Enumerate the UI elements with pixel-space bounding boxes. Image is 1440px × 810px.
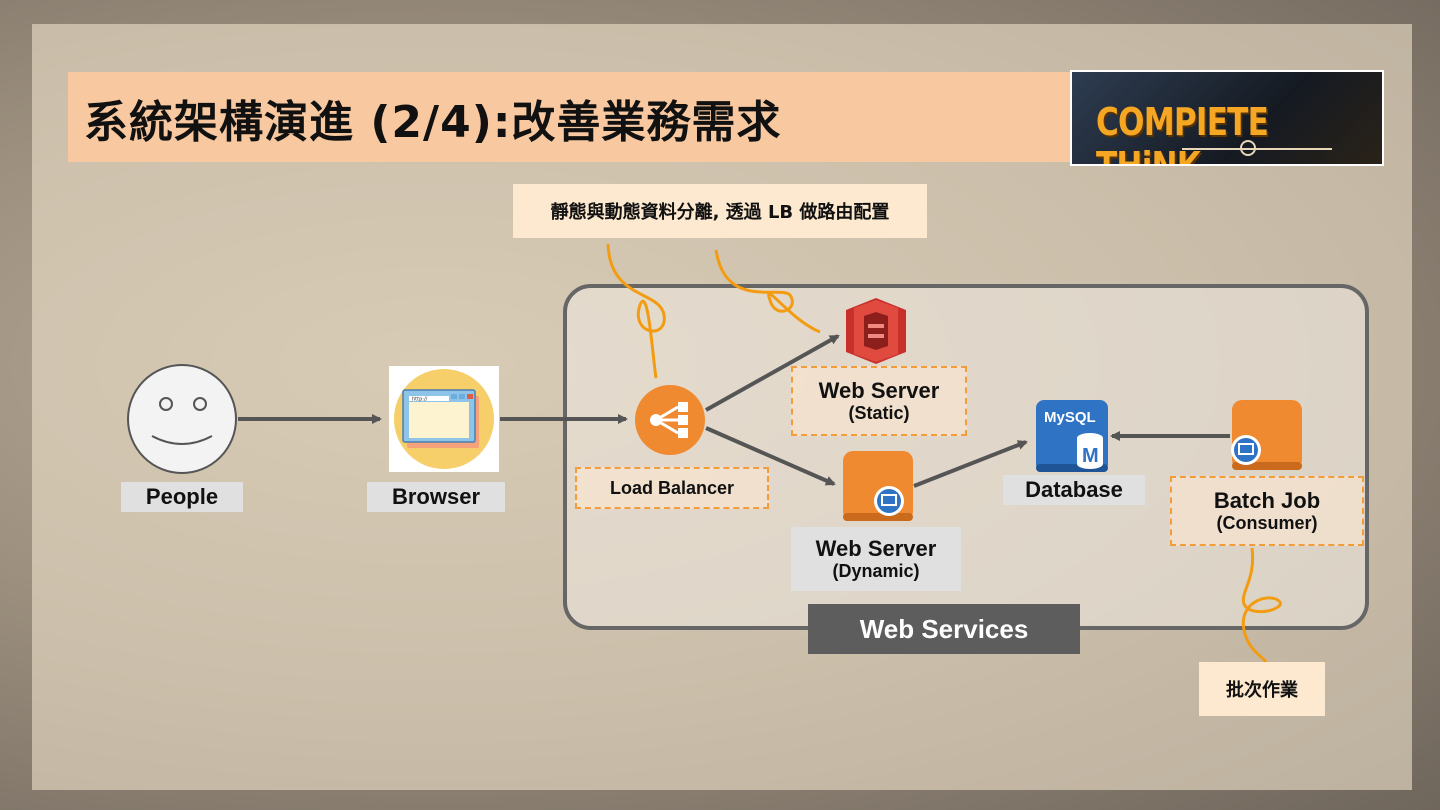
svg-text:MySQL: MySQL [1044,409,1096,426]
label-load-balancer: Load Balancer [575,467,769,509]
label-static-server: Web Server (Static) [791,366,967,436]
callout-note-bottom: 批次作業 [1199,662,1325,716]
label-browser: Browser [367,482,505,512]
svg-text:M: M [1082,445,1099,467]
mysql-database-icon: MySQL M [1036,400,1108,472]
smiley-face-icon [126,364,240,476]
label-database: Database [1003,475,1145,505]
label-batch-job: Batch Job (Consumer) [1170,476,1364,546]
load-balancer-icon [634,384,706,456]
svg-text:http://: http:// [412,397,428,403]
s3-bucket-icon [846,298,906,364]
label-dynamic-server: Web Server (Dynamic) [791,527,961,591]
label-people: People [121,482,243,512]
callout-curve-lb [608,244,664,378]
ec2-instance-icon [843,451,913,523]
browser-window-icon: http:// [389,366,499,472]
callout-curve-batch [1243,548,1280,662]
callout-curve-static [716,250,820,332]
batch-ec2-instance-icon [1230,400,1302,472]
